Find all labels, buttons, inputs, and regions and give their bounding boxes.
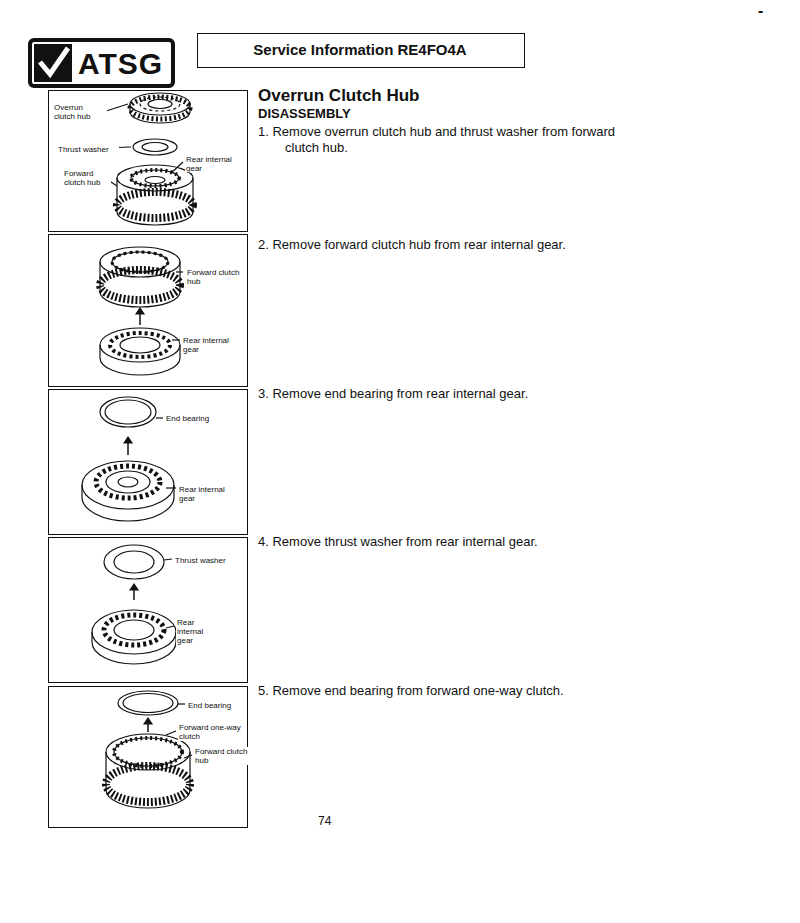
part-label: End bearing: [165, 414, 227, 423]
part-label: Forward clutch hub: [194, 747, 250, 765]
part-label: Rear internal gear: [182, 336, 240, 354]
header-box: Service Information RE4FO4A: [197, 33, 525, 68]
corner-mark: -: [758, 2, 763, 20]
part-label: Forward clutch hub: [63, 169, 111, 187]
step-text: 4. Remove thrust washer from rear intern…: [258, 534, 685, 550]
part-label: Overrun clutch hub: [53, 103, 107, 121]
step-text: 5. Remove end bearing from forward one-w…: [258, 683, 685, 699]
part-label: Thrust washer: [57, 145, 119, 154]
figure-panel: Overrun clutch hubThrust washerRear inte…: [48, 90, 248, 232]
part-label: Thrust washer: [174, 556, 238, 565]
part-label: Rear internal gear: [178, 485, 236, 503]
part-label: Forward clutch hub: [186, 268, 244, 286]
part-label: Rear internal gear: [176, 618, 218, 645]
logo-text: ATSG: [78, 47, 163, 81]
section-heading: DISASSEMBLY: [258, 106, 351, 121]
part-label: Forward one-way clutch: [178, 723, 244, 741]
logo-box: ATSG: [28, 38, 175, 88]
figure-panel: Thrust washerRear internal gear: [48, 537, 248, 683]
figure-panel: Forward clutch hubRear internal gear: [48, 234, 248, 387]
step-text: 1. Remove overrun clutch hub and thrust …: [258, 124, 615, 156]
header-text: Service Information RE4FO4A: [253, 41, 466, 58]
figure-panel: End bearingForward one-way clutchForward…: [48, 686, 248, 828]
section-title: Overrun Clutch Hub: [258, 86, 420, 106]
part-label: End bearing: [187, 701, 245, 710]
part-label: Rear internal gear: [185, 155, 241, 173]
step-text: 3. Remove end bearing from rear internal…: [258, 386, 685, 402]
step-text: 2. Remove forward clutch hub from rear i…: [258, 237, 685, 253]
page-number: 74: [318, 814, 331, 828]
figure-panel: End bearingRear internal gear: [48, 389, 248, 535]
